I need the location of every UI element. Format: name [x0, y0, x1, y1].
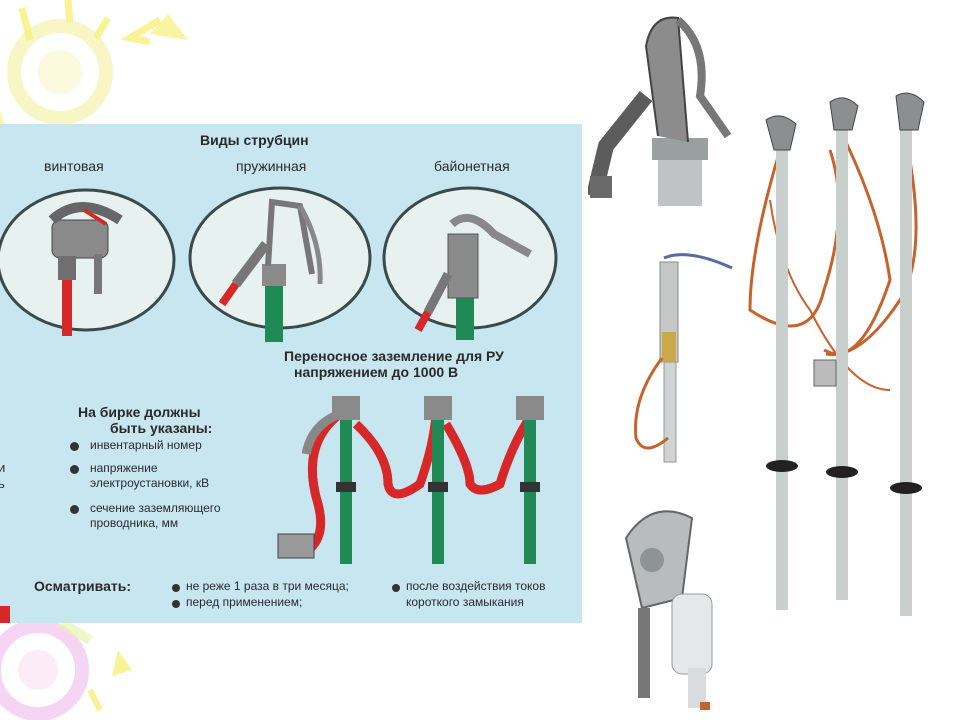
inspect-item-1: не реже 1 раза в три месяца; [186, 579, 349, 593]
inspect-item-2: перед применением; [186, 595, 303, 609]
screw-clamp-photo [624, 510, 713, 710]
spring-clamp-photo [588, 16, 732, 206]
inspect-item-3-line2: короткого замыкания [406, 595, 524, 609]
type-label-bayonet: байонетная [434, 158, 510, 174]
clamp-types-poster: Виды струбцин винтовая пружинная байонет… [0, 124, 582, 623]
poster-title: Виды струбцин [200, 132, 309, 148]
tag-heading: На бирке должны [78, 404, 201, 420]
poster-edge-mark [0, 606, 10, 623]
bullet-icon [172, 584, 180, 592]
tag-item-2: напряжение [90, 461, 158, 475]
spring-clamp-illustration [188, 186, 372, 342]
grounding-title: Переносное заземление для РУ [284, 348, 504, 364]
bullet-icon [392, 584, 400, 592]
bullet-icon [70, 442, 79, 451]
cut-fragment: ь [0, 476, 5, 491]
grounding-poles-photo [748, 92, 925, 616]
bullet-icon [70, 505, 79, 514]
inspect-item-3: после воздействия токов [406, 579, 546, 593]
tag-item-3-line2: проводника, мм [90, 516, 179, 530]
type-label-spring: пружинная [236, 158, 307, 174]
grounding-subtitle: напряжением до 1000 В [294, 364, 459, 380]
cut-fragment: и [0, 460, 6, 475]
flower-decoration [0, 617, 132, 720]
tag-item-1: инвентарный номер [90, 438, 202, 452]
tag-heading-line2: быть указаны: [110, 420, 213, 436]
tag-item-3: сечение заземляющего [90, 501, 221, 515]
bullet-icon [172, 600, 180, 608]
bullet-icon [70, 465, 79, 474]
poster-illustration [0, 186, 558, 564]
bayonet-clamp-illustration [382, 186, 558, 340]
type-label-screw: винтовая [44, 158, 104, 174]
bayonet-clamp-photo [634, 253, 733, 463]
inspect-label: Осматривать: [34, 578, 131, 594]
screw-clamp-illustration [0, 188, 176, 336]
tag-item-2-line2: электроустановки, кВ [90, 476, 210, 490]
sun-decoration [0, 0, 188, 150]
portable-grounding-illustration [277, 396, 544, 564]
